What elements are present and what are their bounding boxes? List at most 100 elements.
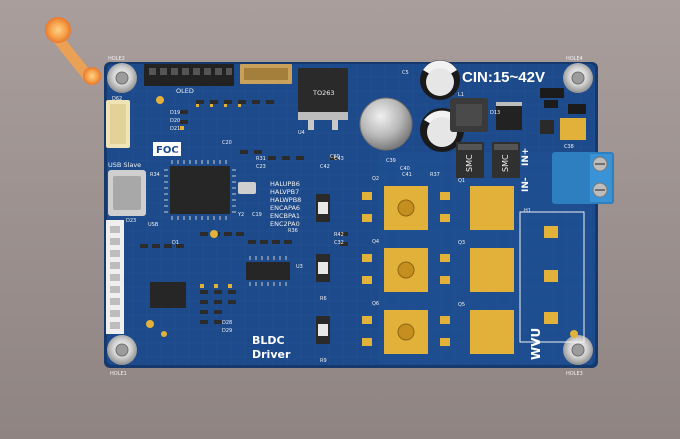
smc-left-label: SMC [465, 154, 474, 172]
phase-label: WVU [529, 328, 543, 360]
mounting-hole-bottom-left [107, 335, 137, 365]
designator-r6: R6 [320, 296, 327, 302]
bldc-label-line1: BLDC [252, 334, 285, 347]
shunt-resistor-r1 [316, 194, 330, 222]
hall-line-3: HALWPB8 [270, 196, 301, 204]
designator-u3: U3 [296, 264, 303, 270]
oled-label: OLED [176, 87, 194, 95]
shunt-resistor-r6 [316, 254, 330, 282]
designator-c5: C5 [402, 70, 409, 76]
designator-r9: R9 [320, 358, 327, 364]
jst-connector [106, 100, 130, 148]
fpc-connector [240, 64, 292, 84]
hall-line-1: HALUPB6 [270, 180, 300, 188]
hall-line-5: ENCBPA1 [270, 212, 300, 220]
capacitor-top [420, 60, 460, 100]
current-sense-resistors [540, 88, 586, 140]
designator-c41: C41 [402, 172, 412, 178]
input-plus-label: IN+ [521, 148, 531, 166]
designator-d1: D1 [172, 240, 179, 246]
designator-c23: C23 [256, 164, 266, 170]
encoder-ic [150, 282, 186, 308]
designator-c60: C60 [330, 154, 340, 160]
designator-d13: D13 [490, 110, 500, 116]
designator-labels: C5 L1 D13 Q2 Q4 Q6 Q1 Q3 Q5 R6 R9 U4 C38… [112, 70, 574, 364]
designator-d29: D29 [222, 328, 232, 334]
to263-regulator [298, 68, 348, 130]
designator-d21: D21 [170, 126, 180, 132]
hole4-label: HOLE4 [566, 56, 583, 62]
designator-c19: C19 [252, 212, 262, 218]
crystal-y2 [238, 182, 256, 194]
to263-label: TO263 [312, 89, 335, 97]
designator-q2: Q2 [372, 176, 379, 182]
mounting-hole-top-left [107, 63, 137, 93]
designator-u4: U4 [298, 130, 305, 136]
hall-line-4: ENCAPA6 [270, 204, 300, 212]
hall-line-6: ENC2PA0 [270, 220, 300, 228]
capacitor-large [359, 97, 413, 151]
mosfet-q4 [362, 248, 428, 292]
mosfet-q2 [362, 186, 428, 230]
designator-d19: D19 [170, 110, 180, 116]
designator-l1: L1 [458, 92, 464, 98]
gate-driver-ic [246, 256, 290, 286]
shunt-resistor-r9 [316, 316, 330, 344]
mounting-hole-bottom-right [563, 335, 593, 365]
designator-d23: D23 [126, 218, 136, 224]
oled-header-connector [144, 64, 234, 86]
designator-c38: C38 [564, 144, 574, 150]
smc-right-label: SMC [501, 154, 510, 172]
power-input-label: CIN:15~42V [462, 69, 545, 86]
designator-q3: Q3 [458, 240, 465, 246]
designator-c39: C39 [386, 158, 396, 164]
foc-badge [153, 142, 181, 156]
hole2-label: HOLE2 [108, 56, 125, 62]
smc-diode-left [456, 142, 484, 178]
designator-c20: C20 [222, 140, 232, 146]
smd-components [140, 100, 348, 324]
hole3-label: HOLE3 [566, 371, 583, 377]
mosfet-q5 [440, 310, 514, 354]
hall-line-2: HALVPB7 [270, 188, 299, 196]
designator-r42: R42 [334, 232, 344, 238]
designator-c43: C43 [334, 156, 344, 162]
mosfet-q6 [362, 310, 428, 354]
mcu-chip [164, 160, 236, 220]
inductor-l1 [450, 98, 488, 132]
designator-q5: Q5 [458, 302, 465, 308]
power-terminal-block [552, 152, 614, 204]
designator-q1: Q1 [458, 178, 465, 184]
input-minus-label: IN- [521, 177, 531, 192]
mounting-hole-top-right [563, 63, 593, 93]
designator-q6: Q6 [372, 301, 379, 307]
mosfet-q1 [440, 186, 514, 230]
designator-r31: R31 [256, 156, 266, 162]
foc-label: FOC [156, 145, 179, 156]
designator-d20: D20 [170, 118, 180, 124]
designator-y2: Y2 [237, 212, 244, 218]
mosfet-q3 [440, 248, 514, 292]
phase-output-area [519, 211, 585, 343]
designator-d62: D62 [112, 96, 122, 102]
smd-gold-pads [146, 96, 241, 337]
pin-header-left [106, 220, 124, 334]
usb-small-label: USB [148, 222, 159, 228]
designator-d28: D28 [222, 320, 232, 326]
bldc-label-line2: Driver [252, 348, 291, 361]
designator-q4: Q4 [372, 239, 379, 245]
pointer-glow-icon [45, 17, 101, 85]
designator-ic1: IC1 [172, 152, 180, 158]
designator-h1: H1 [524, 208, 531, 214]
designator-c42: C42 [320, 164, 330, 170]
designator-c32: C32 [334, 240, 344, 246]
designator-r37: R37 [430, 172, 440, 178]
designator-r36: R36 [288, 228, 298, 234]
smc-diode-right [492, 142, 520, 178]
hole1-label: HOLE1 [110, 371, 127, 377]
designator-c40: C40 [400, 166, 410, 172]
buck-converter-ic [496, 102, 522, 130]
designator-r34: R34 [150, 172, 160, 178]
usb-slave-label: USB Slave [108, 161, 141, 169]
